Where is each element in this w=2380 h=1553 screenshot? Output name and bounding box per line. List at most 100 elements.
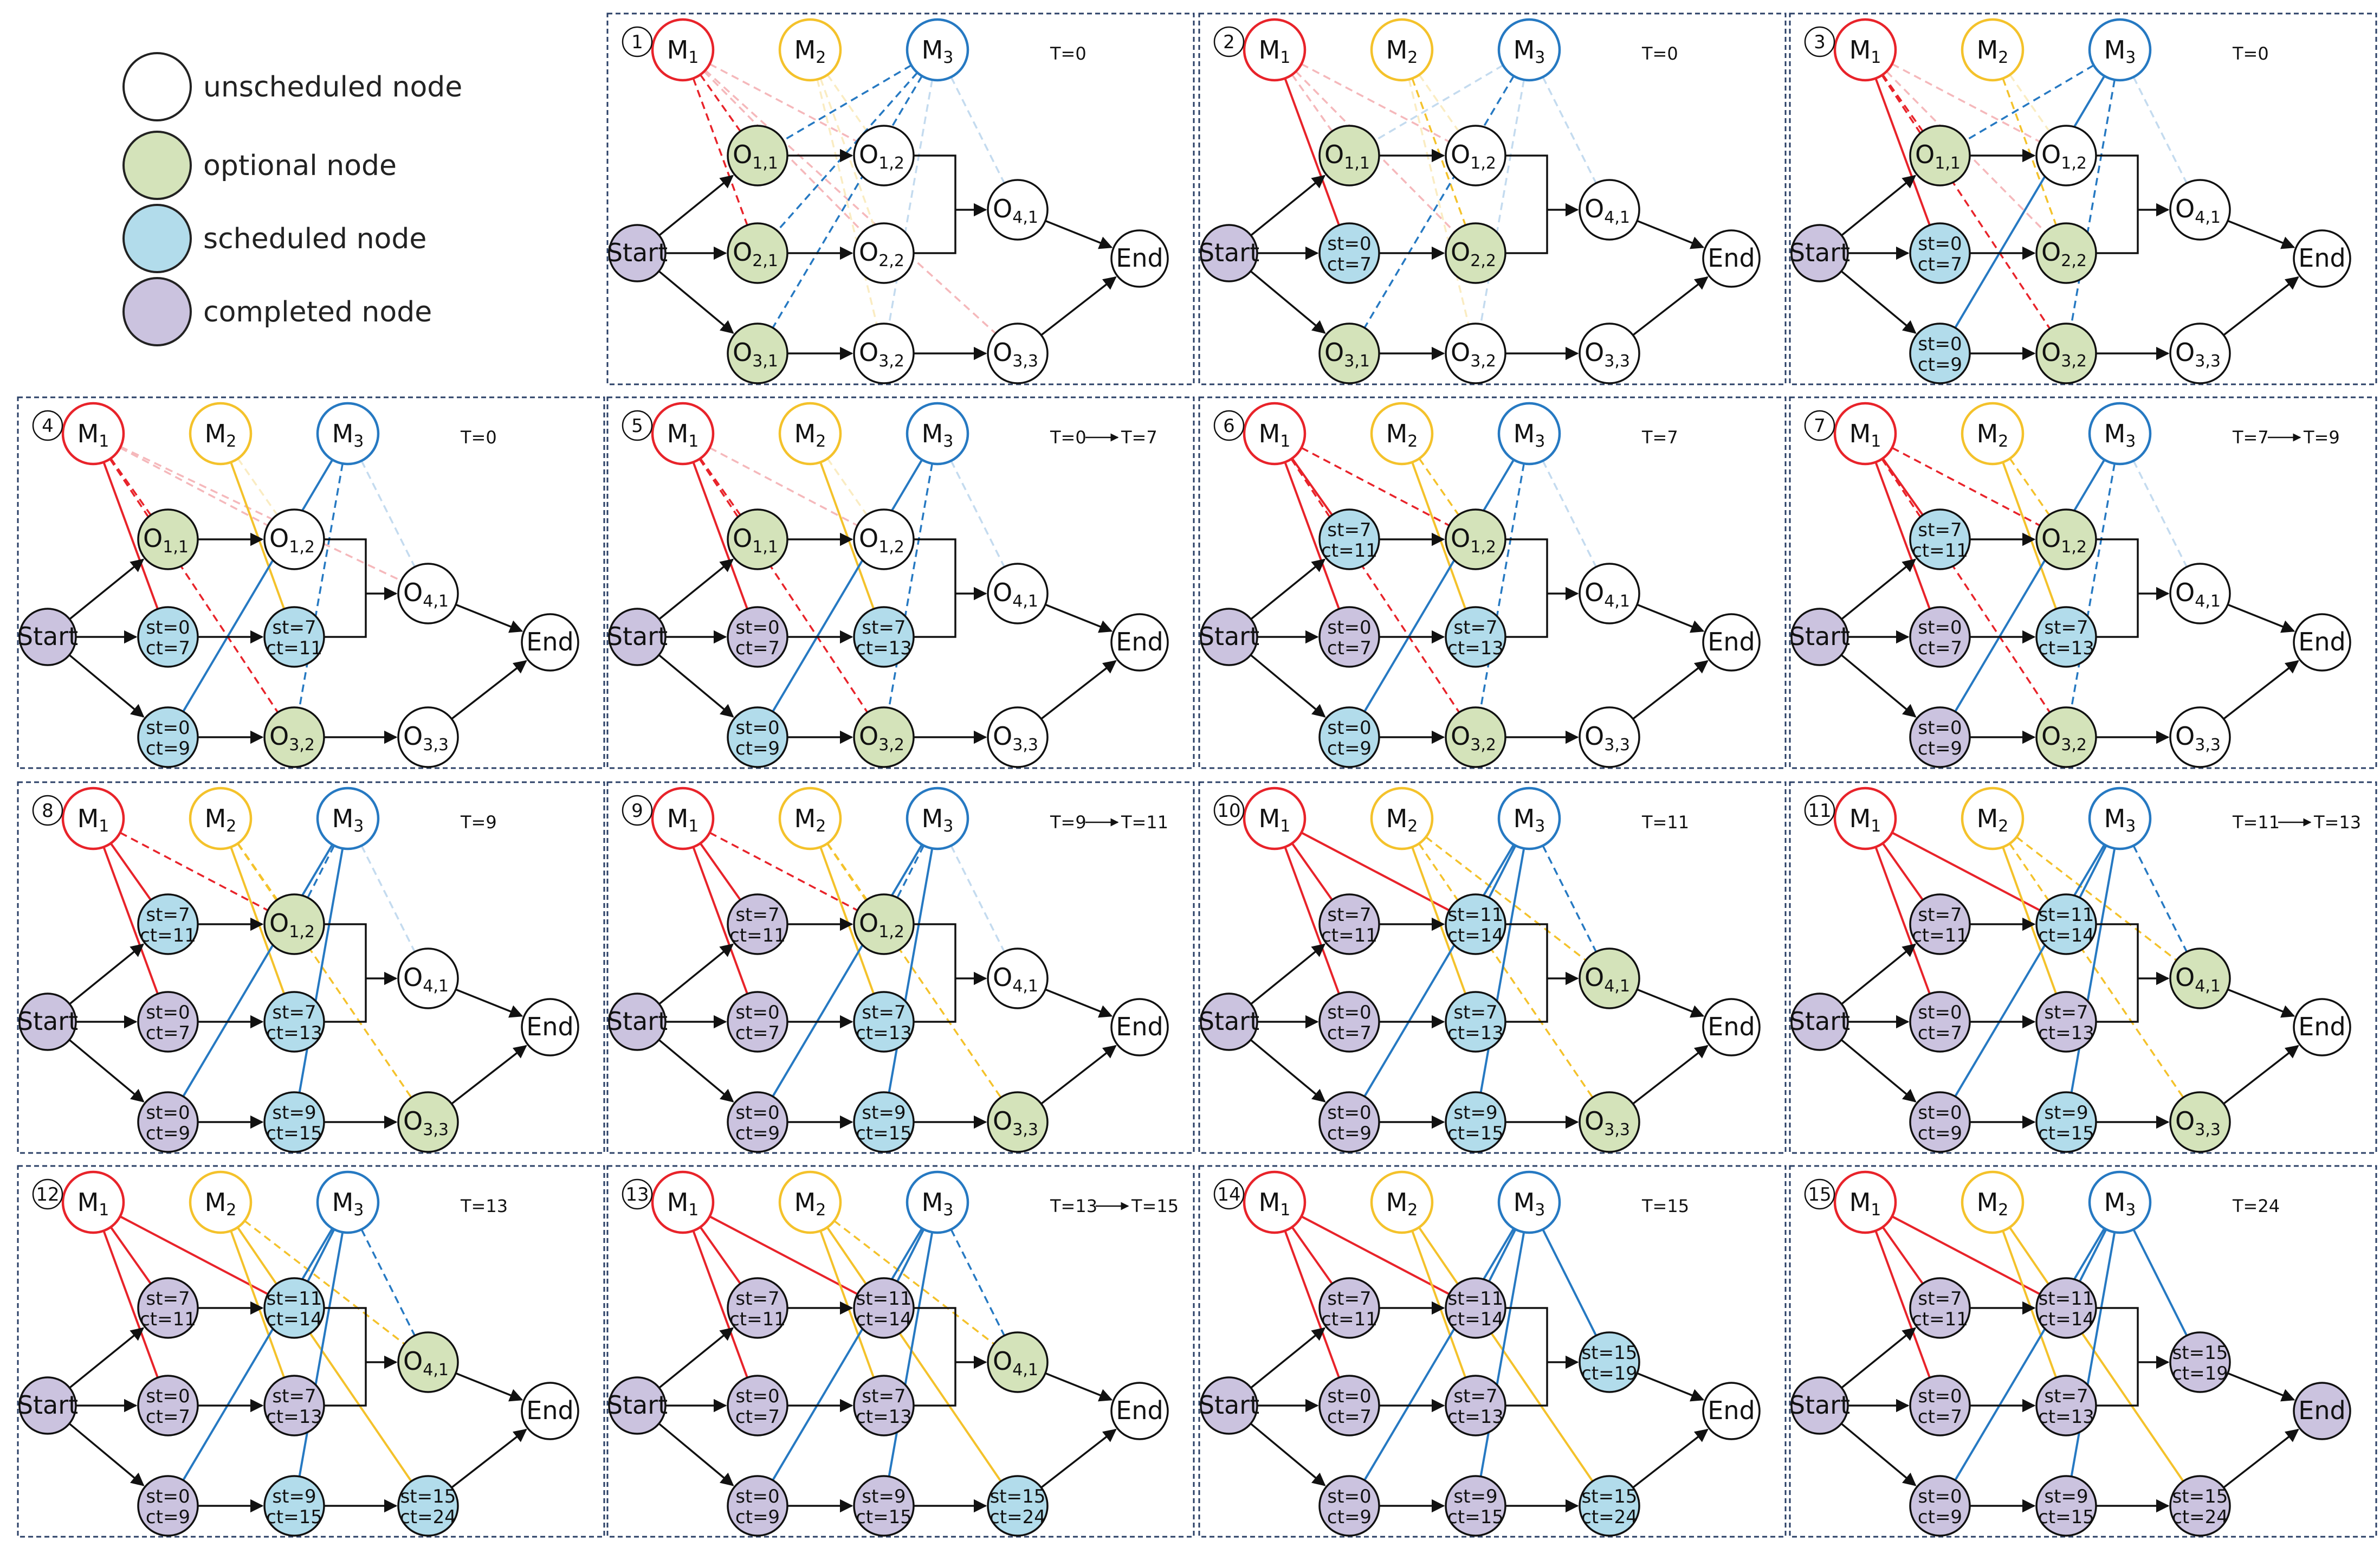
svg-text:st=0: st=0 — [735, 1386, 779, 1407]
op-o21: st=0ct=7 — [1318, 1375, 1380, 1436]
machine-edge-m1-o11 — [1881, 1226, 1924, 1285]
precedence-edges — [68, 917, 527, 1129]
machine-edge-m1-o32 — [1881, 74, 2051, 330]
precedence-start-o11 — [1250, 175, 1326, 236]
machine-edge-m3-o41 — [950, 1229, 1005, 1336]
machine-edge-m2-o12 — [1418, 74, 1459, 132]
panel-number: 7 — [1804, 410, 1835, 441]
machine-edge-m1-o11 — [1881, 457, 1924, 516]
start-node: Start — [1789, 224, 1850, 282]
machine-edge-m1-o21 — [692, 1230, 748, 1378]
svg-text:T=24: T=24 — [2232, 1196, 2280, 1216]
precedence-o33-end — [451, 1428, 527, 1488]
machine-edge-m1-o32 — [1881, 458, 2051, 713]
panel-number: 3 — [1804, 26, 1835, 57]
svg-text:st=7: st=7 — [1918, 1288, 1962, 1310]
machine-edge-m1-o11 — [699, 1226, 741, 1285]
svg-text:ct=24: ct=24 — [1581, 1506, 1638, 1528]
svg-text:st=0: st=0 — [1327, 1486, 1371, 1507]
svg-text:Start: Start — [607, 1007, 668, 1036]
join-bracket — [1505, 1307, 1548, 1407]
svg-text:ct=15: ct=15 — [1447, 1506, 1504, 1528]
panel-number: 8 — [32, 795, 63, 826]
svg-text:M1: M1 — [667, 1188, 699, 1220]
op-o41: O4,1 — [1579, 948, 1640, 1009]
machine-edge-m3-o41 — [1542, 1229, 1598, 1336]
legend-label: optional node — [203, 150, 397, 182]
svg-text:st=7: st=7 — [1918, 519, 1962, 541]
svg-text:st=7: st=7 — [1453, 617, 1497, 639]
precedence-start-o31 — [1840, 1039, 1917, 1103]
op-o31: st=0ct=9 — [727, 1475, 788, 1537]
machine-edge-m2-o12 — [826, 457, 868, 515]
machine-edge-m3-o31 — [772, 1228, 923, 1481]
end-node: End — [2293, 998, 2351, 1056]
end-node: End — [2293, 613, 2351, 672]
join-bracket — [914, 538, 956, 638]
machine-edge-m1-o21 — [1874, 78, 1931, 226]
svg-text:M2: M2 — [1386, 1188, 1418, 1220]
op-o21: st=0ct=7 — [137, 606, 199, 668]
op-o33: O3,3 — [397, 706, 459, 768]
svg-text:st=7: st=7 — [1453, 1386, 1497, 1407]
machine-edge-m3-o12 — [307, 845, 335, 898]
svg-text:T=7: T=7 — [2232, 427, 2269, 448]
svg-text:End: End — [2298, 1012, 2345, 1041]
svg-text:ct=7: ct=7 — [1327, 1022, 1372, 1044]
machine-edge-m1-o12 — [119, 832, 269, 911]
machine-edge-m3-o32 — [1479, 79, 1525, 325]
machine-edge-m3-o32 — [1479, 1232, 1525, 1477]
precedence-o41-end — [1637, 603, 1705, 633]
svg-text:T=7: T=7 — [1121, 427, 1157, 448]
machine-edge-m1-o41 — [120, 446, 402, 582]
precedence-edges — [658, 917, 1117, 1129]
machine-m1: M1 — [1833, 402, 1897, 466]
svg-text:st=7: st=7 — [1327, 519, 1371, 541]
svg-text:st=0: st=0 — [1327, 1386, 1371, 1407]
machine-m2: M2 — [778, 402, 842, 466]
panel-frame — [1198, 1165, 1787, 1538]
panel-number: 1 — [622, 26, 653, 57]
svg-text:14: 14 — [1217, 1184, 1240, 1206]
svg-text:st=0: st=0 — [735, 1486, 779, 1507]
svg-text:ct=13: ct=13 — [1447, 1406, 1504, 1428]
start-node: Start — [607, 224, 668, 282]
svg-text:End: End — [1116, 1012, 1163, 1041]
machine-edges — [1874, 1215, 2188, 1482]
op-o21: O2,1 — [727, 222, 788, 284]
op-o11: O1,1 — [727, 125, 788, 186]
machine-edge-m1-o21 — [692, 461, 748, 610]
machine-edge-m1-o12 — [709, 832, 858, 911]
machine-m3: M3 — [1497, 18, 1561, 82]
machine-edge-m1-o11 — [109, 842, 152, 901]
machine-edge-m3-o31 — [1363, 844, 1515, 1097]
svg-text:End: End — [1116, 1396, 1163, 1425]
join-bracket — [2096, 154, 2139, 254]
op-o11: st=7ct=11 — [137, 893, 199, 955]
op-o21: st=0ct=7 — [137, 1375, 199, 1436]
svg-text:st=7: st=7 — [272, 1002, 316, 1023]
precedence-edges — [658, 532, 1117, 744]
op-o21: st=0ct=7 — [727, 1375, 788, 1436]
op-o11: O1,1 — [1318, 125, 1380, 186]
op-o11: O1,1 — [727, 508, 788, 570]
svg-text:T=15: T=15 — [1641, 1196, 1689, 1216]
machine-edges — [102, 446, 416, 713]
precedence-o41-end — [1045, 603, 1113, 633]
op-o22: st=7ct=13 — [1445, 1375, 1506, 1436]
svg-text:ct=11: ct=11 — [140, 1309, 196, 1330]
precedence-edges — [1840, 532, 2299, 744]
op-o31: st=0ct=9 — [727, 706, 788, 768]
svg-text:6: 6 — [1223, 415, 1235, 437]
machine-edge-m3-o12 — [896, 1229, 925, 1282]
machine-m2: M2 — [778, 1170, 842, 1234]
precedence-o41-end — [2227, 1372, 2295, 1402]
svg-text:ct=13: ct=13 — [856, 1022, 912, 1044]
precedence-start-o31 — [1250, 1039, 1326, 1103]
panel-number: 4 — [32, 410, 63, 441]
